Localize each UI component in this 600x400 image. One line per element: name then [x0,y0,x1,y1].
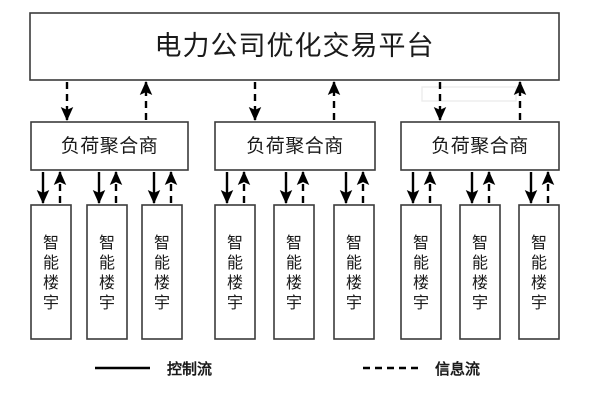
building-box-1-rect[interactable] [30,204,72,340]
aggregator-label-3: 负荷聚合商 [431,135,529,157]
building-box-3-rect[interactable] [141,204,183,340]
building-box-2-rect[interactable] [86,204,128,340]
building-box-5-rect[interactable] [273,204,315,340]
building-box-7-rect[interactable] [400,204,442,340]
aggregator-box-3[interactable]: 负荷聚合商 [400,121,560,171]
legend-control-flow: 控制流 [95,360,212,378]
ghost-selection-artifact [421,86,517,102]
building-box-6[interactable]: 智能楼宇 [333,204,375,340]
building-box-8[interactable]: 智能楼宇 [459,204,501,340]
building-box-4-rect[interactable] [214,204,256,340]
building-label-5: 智能楼宇 [286,233,302,312]
legend-control-flow-label: 控制流 [167,360,212,378]
building-box-6-rect[interactable] [333,204,375,340]
legend-information-flow-label: 信息流 [435,360,480,378]
aggregator-nodes[interactable]: 负荷聚合商 负荷聚合商 负荷聚合商 [30,121,560,171]
aggregator-label-2: 负荷聚合商 [246,135,344,157]
building-box-3[interactable]: 智能楼宇 [141,204,183,340]
legend: 控制流 信息流 [95,360,480,378]
aggregator-building-links [36,171,555,204]
aggregator-box-2[interactable]: 负荷聚合商 [214,121,376,171]
building-box-2[interactable]: 智能楼宇 [86,204,128,340]
aggregator-box-1[interactable]: 负荷聚合商 [30,121,189,171]
building-label-8: 智能楼宇 [472,233,488,312]
building-label-3: 智能楼宇 [154,233,170,312]
building-label-6: 智能楼宇 [346,233,362,312]
building-box-4[interactable]: 智能楼宇 [214,204,256,340]
building-label-1: 智能楼宇 [43,233,59,312]
platform-box-rect[interactable] [29,12,560,81]
platform-aggregator-links [60,81,527,121]
aggregator-box-2-rect[interactable] [214,121,376,171]
building-label-7: 智能楼宇 [413,233,429,312]
platform-box[interactable]: 电力公司优化交易平台 [29,12,560,81]
ghost-rectangle [421,86,517,102]
building-box-9[interactable]: 智能楼宇 [518,204,560,340]
building-label-9: 智能楼宇 [531,233,547,312]
building-label-2: 智能楼宇 [99,233,115,312]
platform-node[interactable]: 电力公司优化交易平台 [29,12,560,81]
aggregator-box-3-rect[interactable] [400,121,560,171]
building-box-1[interactable]: 智能楼宇 [30,204,72,340]
platform-label: 电力公司优化交易平台 [155,31,435,62]
building-label-4: 智能楼宇 [227,233,243,312]
legend-information-flow: 信息流 [363,360,480,378]
building-box-9-rect[interactable] [518,204,560,340]
aggregator-box-1-rect[interactable] [30,121,189,171]
aggregator-label-1: 负荷聚合商 [61,135,159,157]
building-box-7[interactable]: 智能楼宇 [400,204,442,340]
building-nodes[interactable]: 智能楼宇 智能楼宇 智能楼宇 智能楼宇 智能楼宇 智能楼宇 智能楼宇 智能楼宇 智能楼宇 [30,204,560,340]
building-box-5[interactable]: 智能楼宇 [273,204,315,340]
building-box-8-rect[interactable] [459,204,501,340]
